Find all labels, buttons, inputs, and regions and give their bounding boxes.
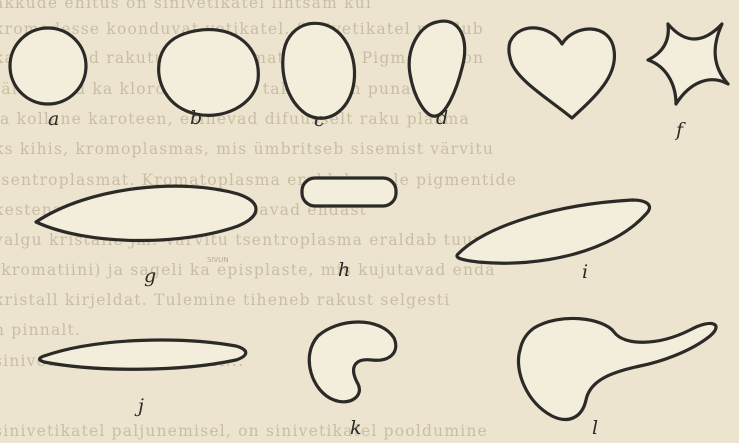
label-f: f xyxy=(674,119,686,141)
cell-shape-i xyxy=(457,200,650,263)
library-stamp: SIVUN xyxy=(207,256,229,264)
cell-shape-c xyxy=(283,23,355,118)
cell-shape-d xyxy=(409,21,464,116)
label-j: j xyxy=(134,395,144,417)
cell-shape-j xyxy=(40,340,246,369)
cell-shape-k xyxy=(309,322,395,402)
label-c: c xyxy=(314,109,325,131)
cell-shape-h xyxy=(302,178,396,206)
cell-shape-f xyxy=(648,24,728,104)
cell-shape-b xyxy=(159,30,259,116)
cell-shape-l xyxy=(518,318,716,419)
label-d: d xyxy=(436,107,448,129)
cell-shape-a xyxy=(10,28,86,104)
cell-shape-heart xyxy=(509,28,615,118)
label-l: l xyxy=(592,417,598,439)
label-g: g xyxy=(144,265,156,287)
label-b: b xyxy=(190,107,202,129)
cell-shape-g xyxy=(36,186,256,240)
label-i: i xyxy=(582,261,588,283)
label-a: a xyxy=(48,108,59,130)
label-h: h xyxy=(338,259,350,281)
label-k: k xyxy=(350,417,362,439)
